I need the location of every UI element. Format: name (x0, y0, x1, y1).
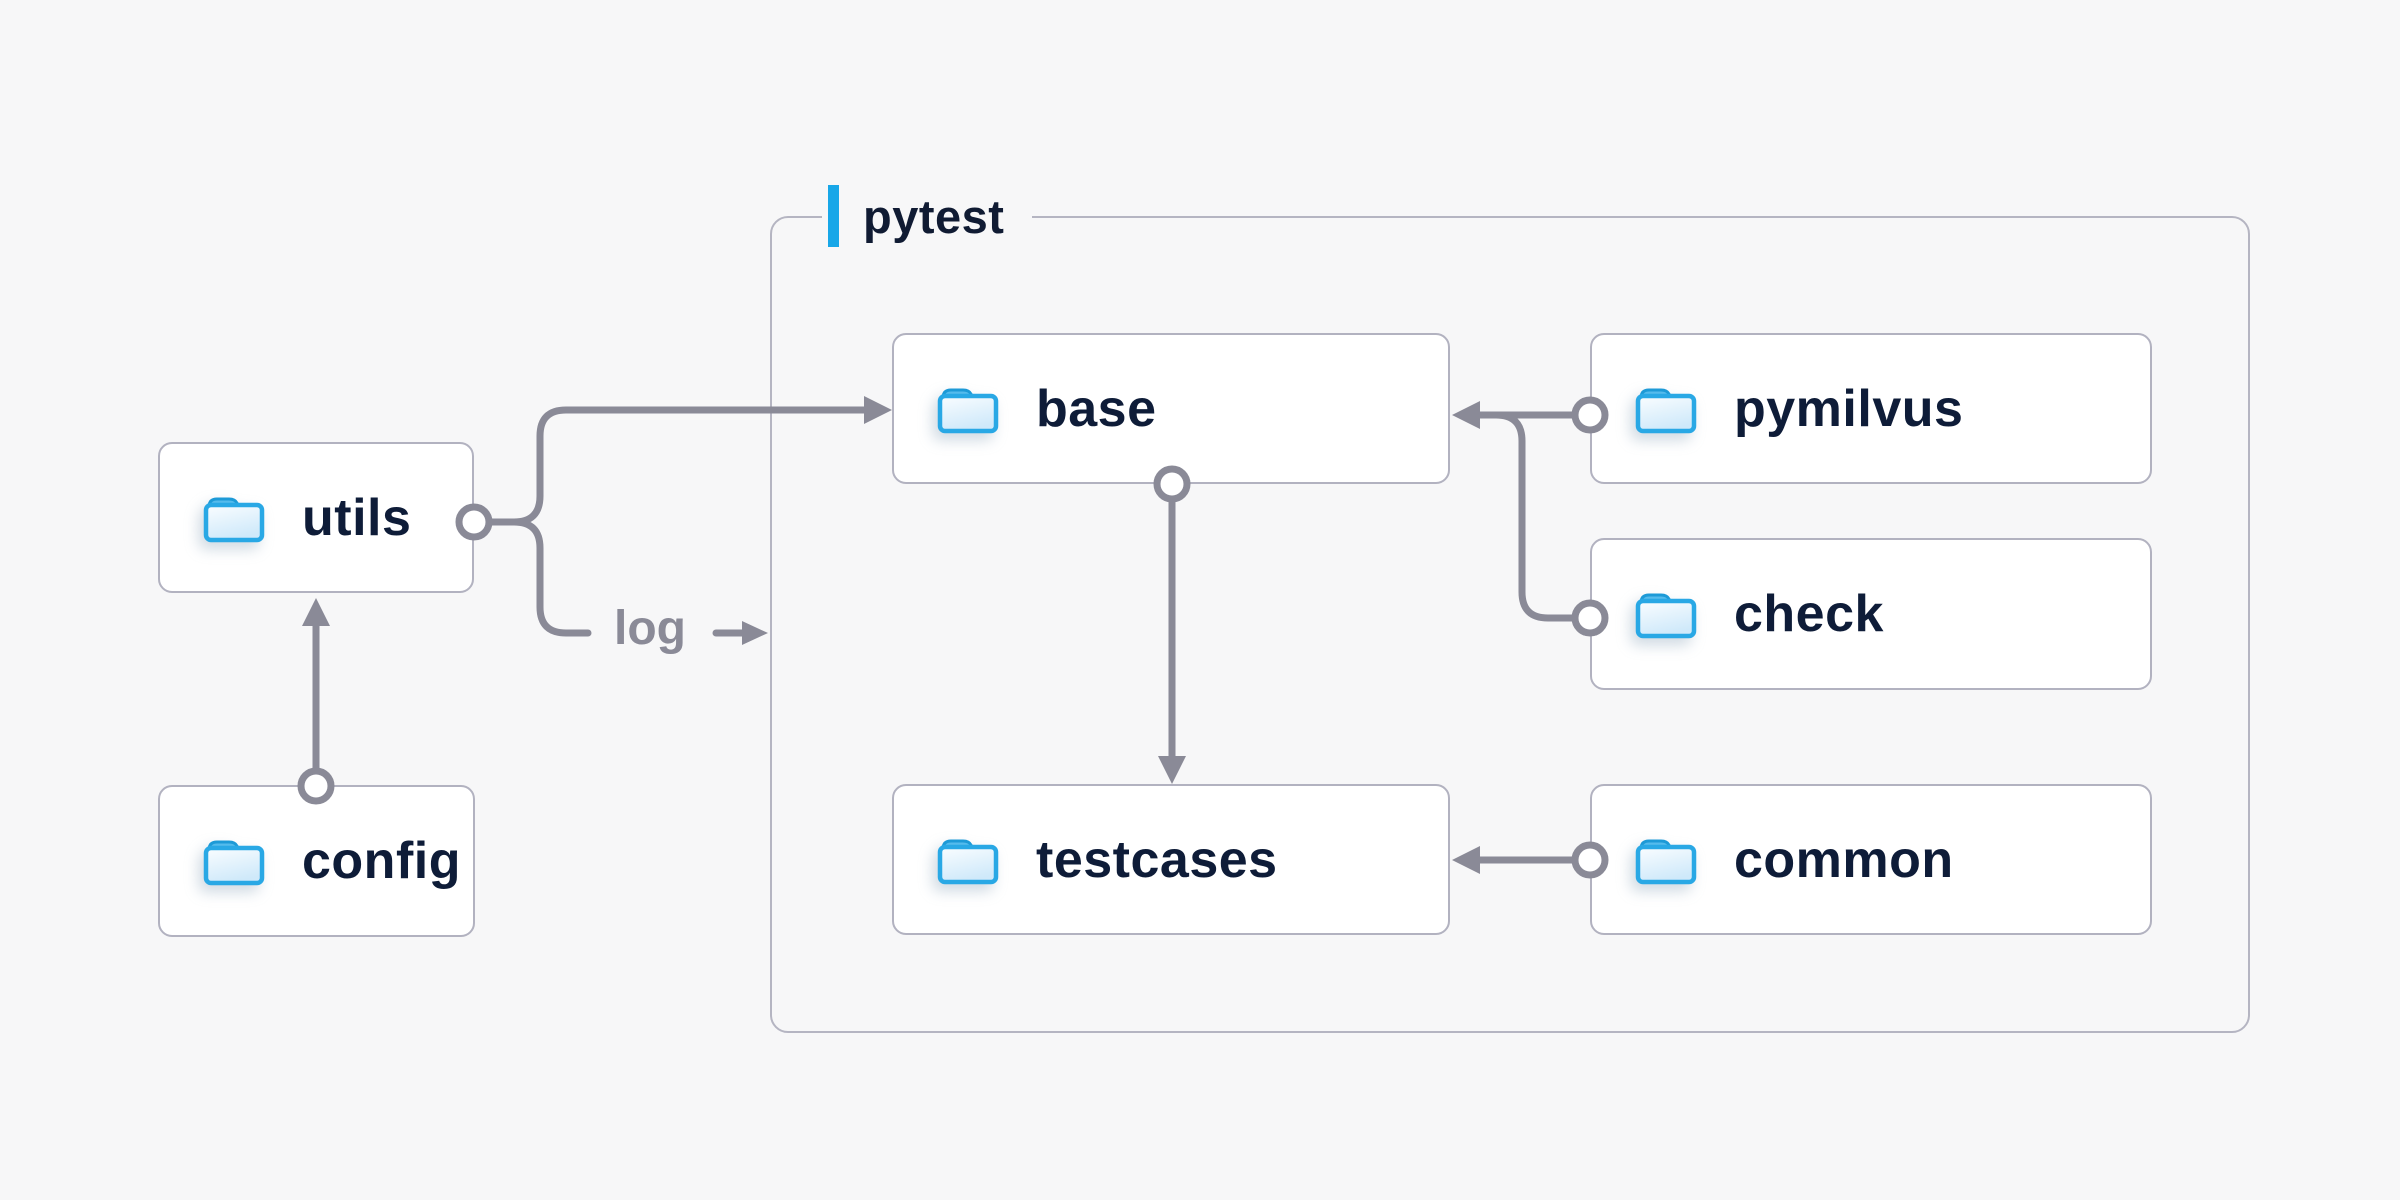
log-arrow-icon (742, 621, 768, 645)
node-utils: utils (158, 442, 474, 593)
folder-icon (1634, 834, 1698, 886)
folder-icon (936, 834, 1000, 886)
node-label: utils (302, 488, 412, 547)
node-label: testcases (1036, 830, 1278, 889)
node-config: config (158, 785, 475, 937)
pytest-group-container (770, 216, 2250, 1033)
node-label: pymilvus (1734, 379, 1964, 438)
arrowhead-into-utils-bottom (302, 598, 330, 626)
folder-icon (1634, 588, 1698, 640)
log-edge-label: log (614, 602, 686, 655)
accent-bar-icon (828, 185, 839, 247)
folder-icon (202, 492, 266, 544)
node-common: common (1590, 784, 2152, 935)
folder-icon (1634, 383, 1698, 435)
pytest-group-title: pytest (863, 189, 1005, 243)
node-pymilvus: pymilvus (1590, 333, 2152, 484)
pytest-group-label: pytest (822, 184, 1033, 248)
node-label: base (1036, 379, 1157, 438)
edge-utils-to-log (510, 518, 592, 637)
node-label: config (302, 832, 461, 890)
node-testcases: testcases (892, 784, 1450, 935)
folder-icon (202, 835, 266, 887)
node-label: common (1734, 830, 1954, 889)
node-check: check (1590, 538, 2152, 690)
node-base: base (892, 333, 1450, 484)
folder-icon (936, 383, 1000, 435)
node-label: check (1734, 585, 1884, 643)
